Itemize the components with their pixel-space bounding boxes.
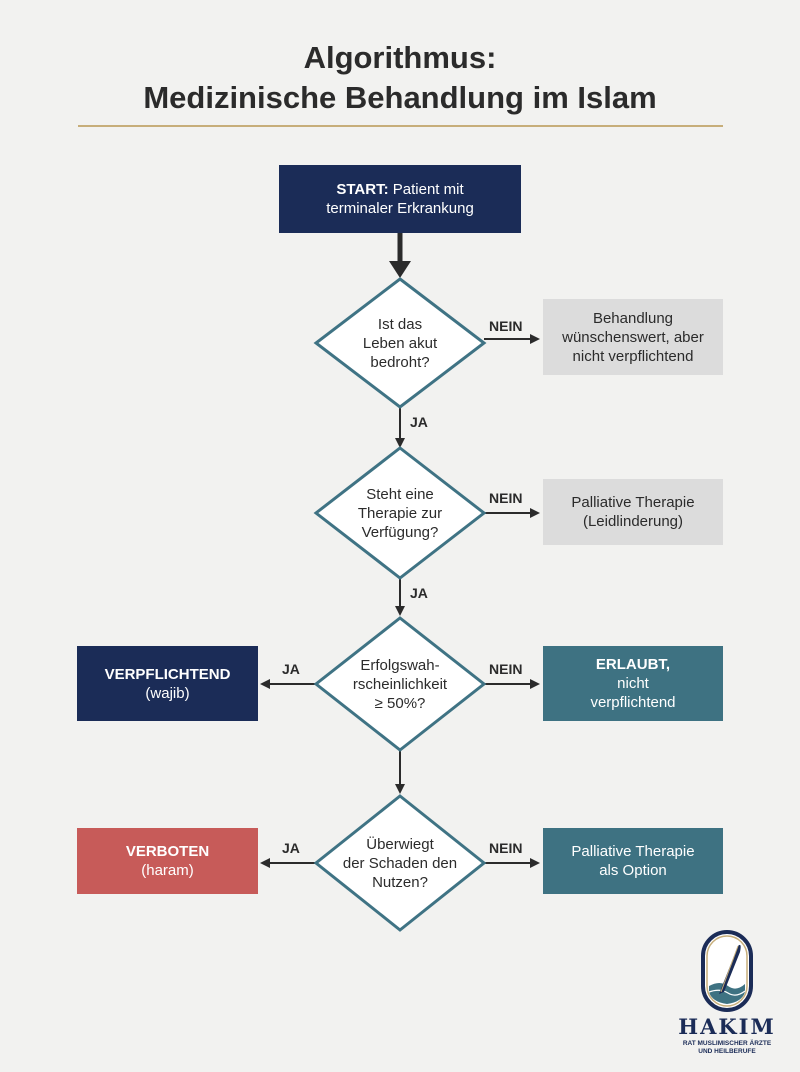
decision-text-4: Überwiegt der Schaden den Nutzen? (325, 820, 475, 906)
logo-sub-line-1: RAT MUSLIMISCHER ÄRZTE (682, 1040, 772, 1047)
decision-diamond-4 (313, 794, 487, 932)
palliativ-2-line-2: als Option (599, 862, 667, 879)
decision-diamond-2 (313, 446, 487, 580)
label-nein-1: NEIN (489, 318, 523, 334)
decision-4-line-2: der Schaden den (342, 854, 458, 872)
label-ja-3: JA (282, 661, 300, 677)
verpflichtend-sub: (wajib) (145, 684, 190, 702)
outcome-palliativ-1: Palliative Therapie (Leidlinderung) (543, 479, 723, 545)
decision-2-line-3: Verfügung? (361, 523, 439, 541)
decision-diamond-3 (313, 616, 487, 752)
outcome-behandlung: Behandlung wünschenswert, aber nicht ver… (543, 299, 723, 375)
palliativ-1-line-1: Palliative Therapie (571, 494, 695, 511)
decision-3-line-3: ≥ 50%? (374, 694, 426, 712)
start-box: START: Patient mit terminaler Erkrankung (279, 165, 521, 233)
start-text-line-2: terminaler Erkrankung (326, 200, 474, 217)
title-line-1: Algorithmus: (303, 40, 497, 75)
decision-text-3: Erfolgswah- rscheinlichkeit ≥ 50%? (325, 641, 475, 727)
verboten-sub: (haram) (141, 862, 194, 879)
decision-text-1: Ist das Leben akut bedroht? (330, 300, 470, 386)
decision-1-line-1: Ist das (377, 315, 423, 333)
title-line-2: Medizinische Behandlung im Islam (143, 80, 657, 115)
verpflichtend-title: VERPFLICHTEND (104, 665, 231, 683)
label-nein-3: NEIN (489, 661, 523, 677)
palliativ-2-line-1: Palliative Therapie (571, 843, 695, 860)
behandlung-line-2: wünschenswert, aber (562, 328, 704, 346)
start-text-line-1: Patient mit (392, 181, 464, 198)
arrowhead-start-to-d1 (389, 261, 411, 278)
hakim-logo: HAKIM RAT MUSLIMISCHER ÄRZTE UND HEILBER… (672, 928, 782, 1068)
erlaubt-line-2: nicht (617, 675, 649, 692)
decision-4-line-1: Überwiegt (366, 835, 434, 853)
outcome-palliativ-2: Palliative Therapie als Option (543, 828, 723, 894)
label-ja-2: JA (410, 585, 428, 601)
title-divider (78, 125, 723, 127)
decision-2-line-1: Steht eine (366, 485, 434, 503)
decision-4-line-3: Nutzen? (372, 873, 428, 891)
decision-diamond-1 (313, 277, 487, 409)
decision-1-line-2: Leben akut (362, 334, 438, 352)
outcome-verpflichtend: VERPFLICHTEND (wajib) (77, 646, 258, 721)
behandlung-line-3: nicht verpflichtend (572, 347, 694, 365)
outcome-erlaubt: ERLAUBT, nicht verpflichtend (543, 646, 723, 721)
decision-1-line-3: bedroht? (370, 353, 430, 371)
decision-2-line-2: Therapie zur (357, 504, 443, 522)
decision-text-2: Steht eine Therapie zur Verfügung? (330, 470, 470, 556)
decision-3-line-2: rscheinlichkeit (352, 675, 448, 693)
logo-name: HAKIM (678, 1014, 776, 1039)
logo-subtitle: RAT MUSLIMISCHER ÄRZTE UND HEILBERUFE (672, 1040, 782, 1056)
erlaubt-title: ERLAUBT, (595, 656, 671, 673)
label-nein-2: NEIN (489, 490, 523, 506)
decision-3-line-1: Erfolgswah- (360, 656, 440, 674)
palliativ-1-line-2: (Leidlinderung) (582, 513, 684, 530)
page-title: Algorithmus: Medizinische Behandlung im … (0, 38, 800, 118)
start-label: START: (336, 181, 389, 198)
outcome-verboten: VERBOTEN (haram) (77, 828, 258, 894)
label-ja-4: JA (282, 840, 300, 856)
label-nein-4: NEIN (489, 840, 523, 856)
logo-sub-line-2: UND HEILBERUFE (698, 1048, 756, 1055)
verboten-title: VERBOTEN (125, 843, 210, 860)
label-ja-1: JA (410, 414, 428, 430)
quill-emblem-icon (701, 930, 753, 1012)
erlaubt-line-3: verpflichtend (590, 694, 676, 711)
behandlung-line-1: Behandlung (592, 309, 674, 327)
